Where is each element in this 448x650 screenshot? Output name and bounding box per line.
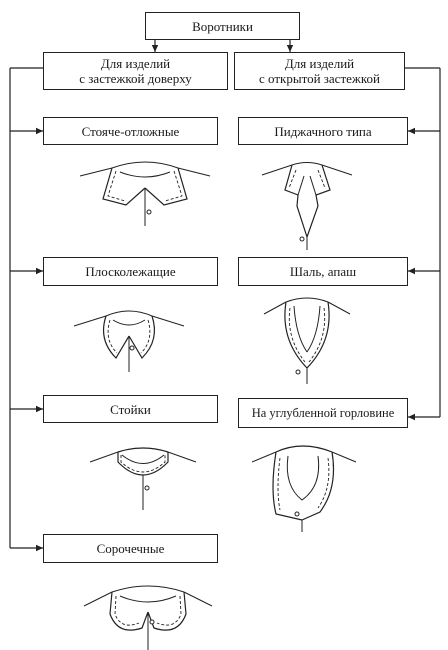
jacket-collar-drawing — [261, 162, 353, 250]
collar-type-deep-neckline: На углубленной горловине — [238, 398, 408, 428]
collar-type-stand-fall: Стояче-отложные — [43, 117, 218, 145]
shirt-collar-drawing — [83, 585, 213, 650]
stand-fall-collar-drawing — [79, 161, 211, 226]
group-box-open-fastening: Для изделий с открытой застежкой — [234, 52, 405, 90]
group-box-closed-fastening: Для изделий с застежкой доверху — [43, 52, 228, 90]
collar-type-shawl: Шаль, апаш — [238, 257, 408, 286]
collar-type-jacket: Пиджачного типа — [238, 117, 408, 145]
root-connectors — [151, 40, 294, 52]
shawl-collar-drawing — [263, 297, 351, 384]
flat-collar-drawing — [73, 310, 185, 372]
collar-type-flat: Плосколежащие — [43, 257, 218, 286]
right-trunk-connectors — [405, 67, 441, 421]
left-trunk-connectors — [9, 67, 43, 552]
stand-collar-drawing — [89, 447, 197, 510]
deep-neckline-collar-drawing — [251, 445, 357, 532]
collar-type-shirt: Сорочечные — [43, 534, 218, 563]
collar-type-stand: Стойки — [43, 395, 218, 423]
root-box: Воротники — [145, 12, 300, 40]
